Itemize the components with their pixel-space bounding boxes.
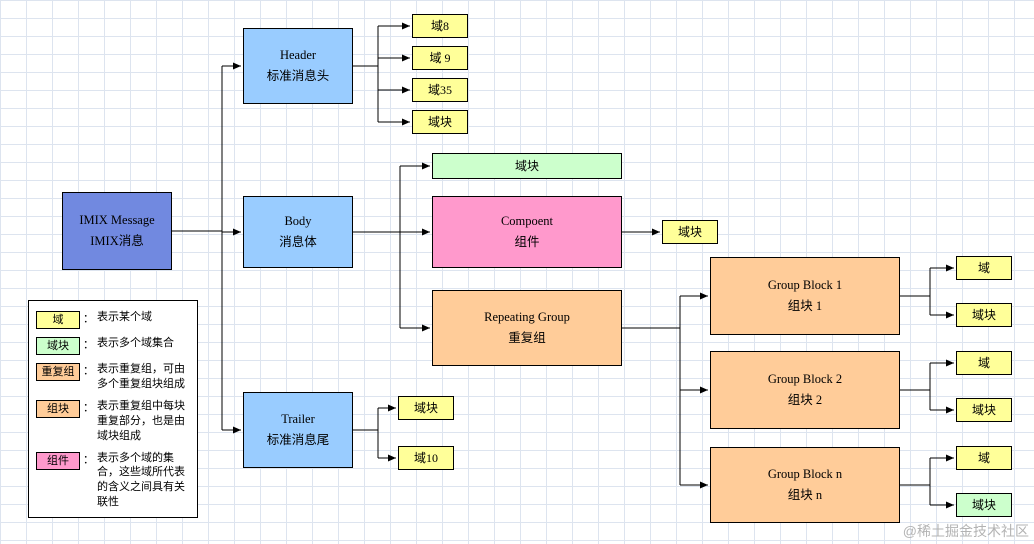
component-field-block-node: 域块 (662, 220, 718, 244)
legend-box: 域 ： 表示某个域 域块 ： 表示多个域集合 重复组 ： 表示重复组，可由多个重… (28, 300, 198, 518)
component-node-line2: 组件 (514, 235, 540, 249)
legend-desc-field: 表示某个域 (97, 311, 152, 323)
header-node-line2: 标准消息头 (266, 69, 330, 83)
repeating-group-line2: 重复组 (508, 331, 546, 345)
body-field-block-label: 域块 (514, 158, 539, 173)
legend-separator: ： (83, 339, 94, 352)
trailer-node-line1: Trailer (281, 411, 315, 426)
legend-desc-group-block: 表示重复组中每块重复部分，也是由域块组成 (97, 399, 185, 442)
legend-separator: ： (83, 365, 94, 378)
group-block-n-line2: 组块 n (787, 488, 823, 502)
legend-swatch-group-block: 组块 (36, 399, 80, 418)
legend-separator: ： (83, 401, 94, 414)
trailer-field-label-0: 域块 (413, 400, 438, 415)
group-block-n-field-label: 域 (977, 450, 990, 465)
group-block-1-line1: Group Block 1 (767, 277, 843, 292)
group-block-n-block-node: 域块 (956, 493, 1012, 517)
component-field-block-label: 域块 (677, 224, 702, 239)
group-block-node-1: Group Block 1 组块 1 (710, 257, 900, 335)
body-node-line1: Body (284, 213, 312, 228)
root-node-imix-message: IMIX Message IMIX消息 (62, 192, 172, 270)
trailer-node-line2: 标准消息尾 (266, 433, 330, 447)
legend-swatch-field: 域 (36, 311, 80, 329)
header-field-node-1: 域 9 (412, 46, 468, 70)
repeating-group-line1: Repeating Group (484, 309, 570, 324)
root-node-line1: IMIX Message (79, 212, 155, 227)
group-block-2-block-node: 域块 (956, 398, 1012, 422)
trailer-field-node-0: 域块 (398, 396, 454, 420)
root-node-line2: IMIX消息 (90, 234, 144, 248)
legend-swatch-component: 组件 (36, 451, 80, 470)
header-node: Header 标准消息头 (243, 28, 353, 104)
trailer-node: Trailer 标准消息尾 (243, 392, 353, 468)
legend-desc-component: 表示多个域的集合，这些域所代表的含义之间具有关联性 (97, 451, 185, 509)
trailer-field-node-1: 域10 (398, 446, 454, 470)
component-node-line1: Compoent (500, 213, 554, 228)
header-field-node-3: 域块 (412, 110, 468, 134)
body-node-line2: 消息体 (279, 235, 317, 249)
group-block-1-field-node: 域 (956, 256, 1012, 280)
legend-row-field-block: 域块 ： 表示多个域集合 (36, 336, 192, 356)
legend-separator: ： (83, 313, 94, 325)
header-field-label-0: 域8 (430, 18, 449, 33)
group-block-node-2: Group Block 2 组块 2 (710, 351, 900, 429)
body-node: Body 消息体 (243, 196, 353, 268)
group-block-1-block-node: 域块 (956, 303, 1012, 327)
watermark-text: @稀土掘金技术社区 (902, 523, 1029, 539)
legend-separator: ： (83, 453, 94, 466)
group-block-n-block-label: 域块 (971, 497, 996, 512)
group-block-2-field-label: 域 (977, 355, 990, 370)
header-field-label-1: 域 9 (429, 50, 451, 65)
group-block-2-line2: 组块 2 (787, 393, 823, 407)
legend-swatch-field-block: 域块 (36, 337, 80, 356)
header-field-label-2: 域35 (427, 82, 452, 97)
group-block-2-field-node: 域 (956, 351, 1012, 375)
header-node-line1: Header (279, 47, 317, 62)
legend-desc-repeating-group: 表示重复组，可由多个重复组块组成 (97, 363, 185, 391)
group-block-node-n: Group Block n 组块 n (710, 447, 900, 523)
legend-row-field: 域 ： 表示某个域 (36, 310, 192, 329)
legend-row-group-block: 组块 ： 表示重复组中每块重复部分，也是由域块组成 (36, 399, 192, 444)
repeating-group-node: Repeating Group 重复组 (432, 290, 622, 366)
header-field-node-0: 域8 (412, 14, 468, 38)
group-block-1-line2: 组块 1 (787, 299, 823, 313)
group-block-2-block-label: 域块 (971, 402, 996, 417)
group-block-1-block-label: 域块 (971, 307, 996, 322)
body-field-block-node: 域块 (432, 153, 622, 179)
header-field-label-3: 域块 (427, 114, 452, 129)
legend-desc-field-block: 表示多个域集合 (97, 337, 174, 350)
legend-row-repeating-group: 重复组 ： 表示重复组，可由多个重复组块组成 (36, 362, 192, 392)
component-node: Compoent 组件 (432, 196, 622, 268)
group-block-1-field-label: 域 (977, 260, 990, 275)
trailer-field-label-1: 域10 (413, 450, 438, 465)
legend-row-component: 组件 ： 表示多个域的集合，这些域所代表的含义之间具有关联性 (36, 451, 192, 510)
group-block-n-field-node: 域 (956, 446, 1012, 470)
header-field-node-2: 域35 (412, 78, 468, 102)
group-block-2-line1: Group Block 2 (767, 371, 843, 386)
legend-swatch-repeating-group: 重复组 (36, 363, 80, 382)
group-block-n-line1: Group Block n (767, 466, 843, 481)
